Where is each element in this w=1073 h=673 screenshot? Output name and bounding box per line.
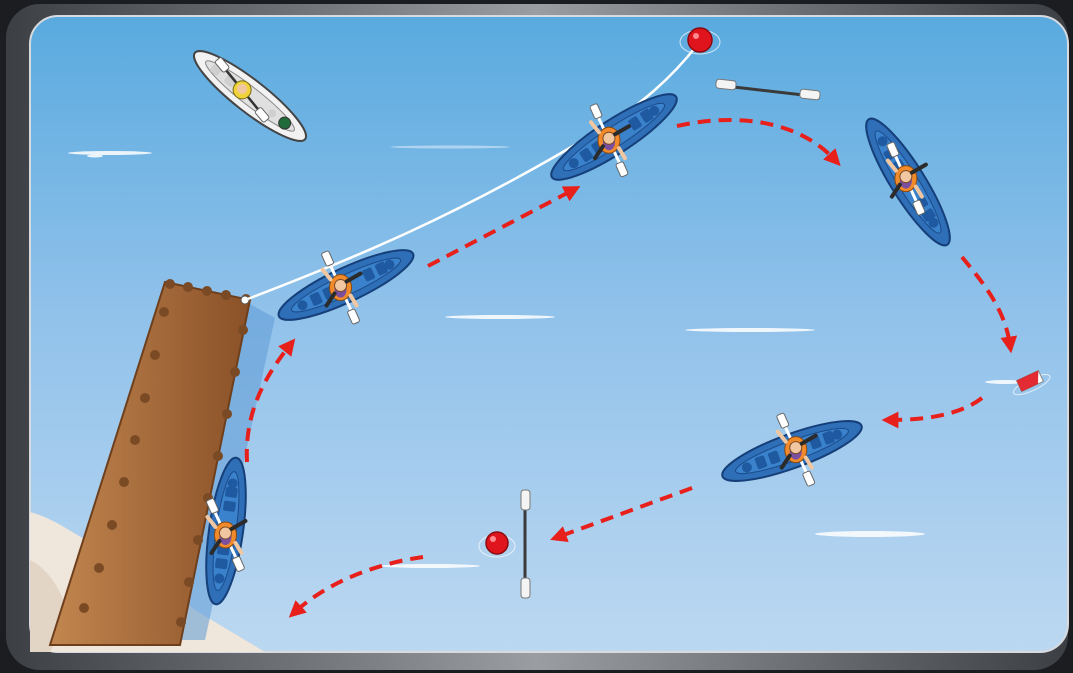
water-streaks [68,145,1025,568]
arrow-path [676,117,841,167]
kayaker-white-kayak [192,50,308,142]
floating-paddle-icon [715,78,821,101]
arrow-path [960,255,1018,354]
arrow-path [427,186,581,268]
red-white-float-icon [1012,369,1051,396]
direction-arrows [244,117,1018,618]
arrow-path [550,486,693,543]
pier [48,279,252,646]
arrow-path [288,555,424,618]
floating-paddle-icon [520,489,531,599]
water-area [29,15,1069,653]
red-buoy-icon [679,27,721,55]
red-buoy-icon [478,531,516,558]
arrow-path [881,396,984,429]
arrow-path [244,338,296,463]
tow-rope [244,43,699,302]
